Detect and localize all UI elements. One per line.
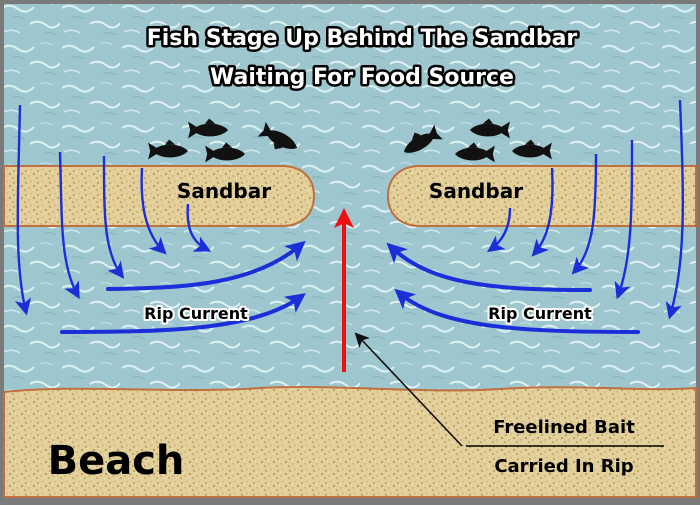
arrow-icon (665, 99, 685, 320)
rip-current-right-label: Rip Current (488, 304, 592, 323)
rip-arrow-left-upper (106, 240, 306, 291)
rip-arrow-right-upper (386, 242, 592, 292)
arrow-icon (614, 139, 634, 300)
current-arrows-left (14, 104, 212, 316)
rip-current-arrows (60, 240, 640, 334)
arrow-icon (102, 155, 125, 279)
title-line-1: Fish Stage Up Behind The Sandbar (147, 26, 578, 51)
title-line-2: Waiting For Food Source (210, 65, 514, 90)
rip-arrow-left-lower (60, 293, 306, 334)
bait-pointer-arrow (354, 332, 463, 447)
bait-label-line-2: Carried In Rip (494, 456, 633, 477)
current-arrows-right (487, 99, 685, 320)
sandbar-left-label: Sandbar (177, 179, 271, 203)
bait-label-line-1: Freelined Bait (493, 417, 635, 438)
arrow-icon (186, 203, 212, 252)
arrow-icon (531, 167, 554, 257)
arrow-icon (571, 153, 598, 275)
beach-label: Beach (48, 438, 185, 484)
sandbar-right (386, 165, 697, 227)
arrow-icon (140, 167, 167, 255)
arrow-icon (14, 104, 32, 316)
sandbar-right-label: Sandbar (429, 179, 523, 203)
arrow-icon (58, 151, 80, 300)
rip-current-left-label: Rip Current (144, 304, 248, 323)
sandbar-left (3, 165, 316, 227)
beach-sand (3, 386, 697, 498)
rip-arrow-right-lower (394, 288, 640, 334)
arrow-icon (487, 207, 512, 253)
